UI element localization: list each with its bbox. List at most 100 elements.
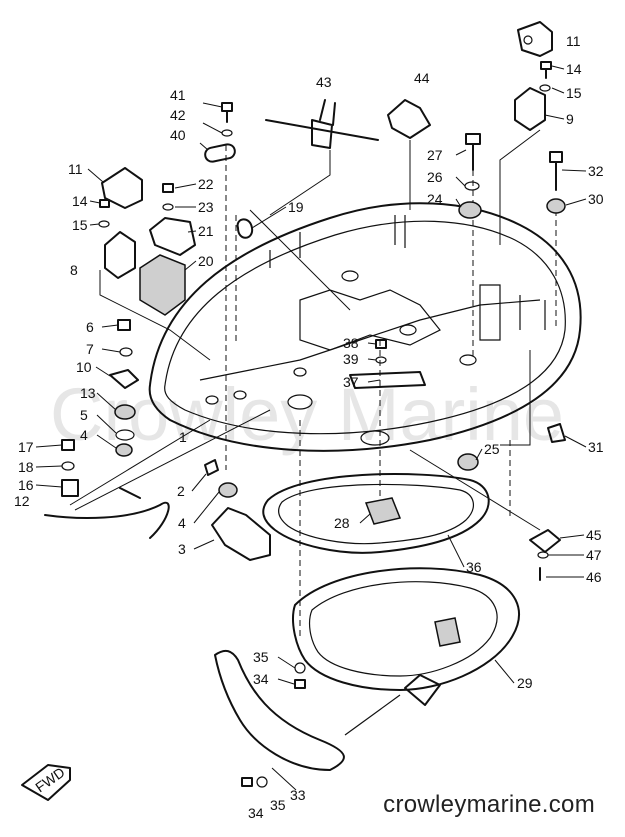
callout-25: 25 [484,441,500,457]
leader-line-33 [271,767,297,791]
leader-line-11b [87,168,104,183]
leader-line-6 [101,324,119,328]
leader-line-40 [199,142,209,151]
callout-2: 2 [177,483,185,499]
leader-line-21 [187,230,197,233]
callout-4b: 4 [178,515,186,531]
callout-33: 33 [290,787,306,803]
callout-42: 42 [170,107,186,123]
fwd-arrow-icon: FWD [21,764,71,801]
leader-line-2 [191,473,207,492]
hardware-parts [44,21,566,581]
callout-41: 41 [170,87,186,103]
callout-30: 30 [588,191,604,207]
callout-19: 19 [288,199,304,215]
leader-line-42 [202,122,223,134]
site-caption: crowleymarine.com [383,791,595,818]
seal-gasket-36 [262,473,490,554]
callout-35a: 35 [253,649,269,665]
leader-line-5 [96,414,117,434]
callout-40: 40 [170,127,186,143]
callout-39: 39 [343,351,359,367]
leader-line-32 [561,169,587,172]
callout-22: 22 [198,176,214,192]
leader-line-22 [174,183,197,189]
leader-line-41 [202,102,223,108]
leader-line-29 [494,659,515,684]
leader-line-36 [447,534,465,568]
callout-35b: 35 [270,797,286,813]
bottom-cowling-casing [148,202,582,452]
callout-13: 13 [80,385,96,401]
callout-20: 20 [198,253,214,269]
callout-29: 29 [517,675,533,691]
leader-line-28 [359,513,371,524]
callout-1: 1 [179,429,187,445]
callout-34a: 34 [253,671,269,687]
callout-37: 37 [343,374,359,390]
callout-6: 6 [86,319,94,335]
callout-26: 26 [427,169,443,185]
leader-line-39 [367,358,377,361]
callout-31: 31 [588,439,604,455]
callout-11a: 11 [566,33,581,49]
leader-line-9 [544,114,565,120]
leader-line-34a [277,678,295,685]
leader-line-35a [277,656,296,669]
callout-17: 17 [18,439,34,455]
leader-line-45 [559,534,585,539]
callout-38: 38 [343,335,359,351]
leader-line-10 [95,366,111,377]
leader-line-4a [96,434,117,449]
leader-line-27 [455,149,467,156]
callout-46: 46 [586,569,602,585]
leader-line-24 [455,198,462,208]
leader-line-31 [564,435,587,448]
callout-47: 47 [586,547,602,563]
leader-line-17 [35,444,63,448]
callout-4a: 4 [80,427,88,443]
leader-line-16 [35,484,63,488]
callout-14b: 14 [72,193,88,209]
callout-36: 36 [466,559,482,575]
lower-cowling-29 [292,567,520,691]
leader-line-30 [565,198,587,206]
callout-18: 18 [18,459,34,475]
leader-line-20 [184,260,197,271]
leader-line-13 [96,392,117,411]
leader-line-38 [367,342,377,345]
side-cover-33 [214,649,441,788]
callout-14a: 14 [566,61,582,77]
callout-21: 21 [198,223,214,239]
leader-line-18 [35,465,63,468]
callout-8: 8 [70,262,78,278]
callout-32: 32 [588,163,604,179]
callout-44: 44 [414,70,430,86]
callout-5: 5 [80,407,88,423]
callout-34b: 34 [248,805,264,821]
leader-line-37 [367,379,381,383]
fwd-label: FWD [32,764,67,795]
callout-9: 9 [566,111,574,127]
leader-line-7 [101,348,121,353]
callout-15b: 15 [72,217,88,233]
leader-line-15b [89,223,100,226]
leader-line-4b [193,491,220,524]
watermark: Crowley Marine [50,373,564,456]
callout-24: 24 [427,191,443,207]
callout-3: 3 [178,541,186,557]
callout-7: 7 [86,341,94,357]
leader-line-26 [455,176,466,187]
callout-15a: 15 [566,85,582,101]
callout-12: 12 [14,493,30,509]
leader-line-14a [551,65,565,70]
callout-43: 43 [316,74,332,90]
leader-line-14b [89,200,101,204]
callout-27: 27 [427,147,443,163]
callout-23: 23 [198,199,214,215]
callout-10: 10 [76,359,92,375]
leader-line-3 [193,539,215,550]
callout-11b: 11 [68,161,83,177]
callout-16: 16 [18,477,34,493]
